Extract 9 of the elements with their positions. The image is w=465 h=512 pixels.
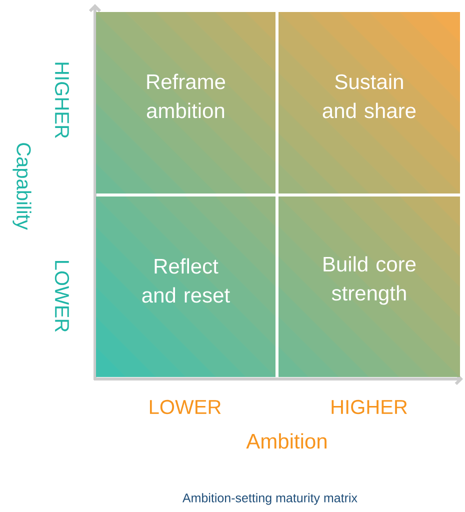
axis-label: Ambition <box>246 433 326 449</box>
axis-label: LOWER <box>54 260 70 332</box>
quadrant-box: Build core strength <box>278 196 460 377</box>
axis-label: HIGHER <box>332 400 407 414</box>
axis-label: Capability <box>12 143 32 230</box>
axis-label: LOWER <box>150 400 221 414</box>
caption: Ambition-setting maturity matrix <box>182 493 358 505</box>
axis-label: HIGHER <box>54 62 70 138</box>
quadrant-box: Sustain and share <box>278 12 460 194</box>
